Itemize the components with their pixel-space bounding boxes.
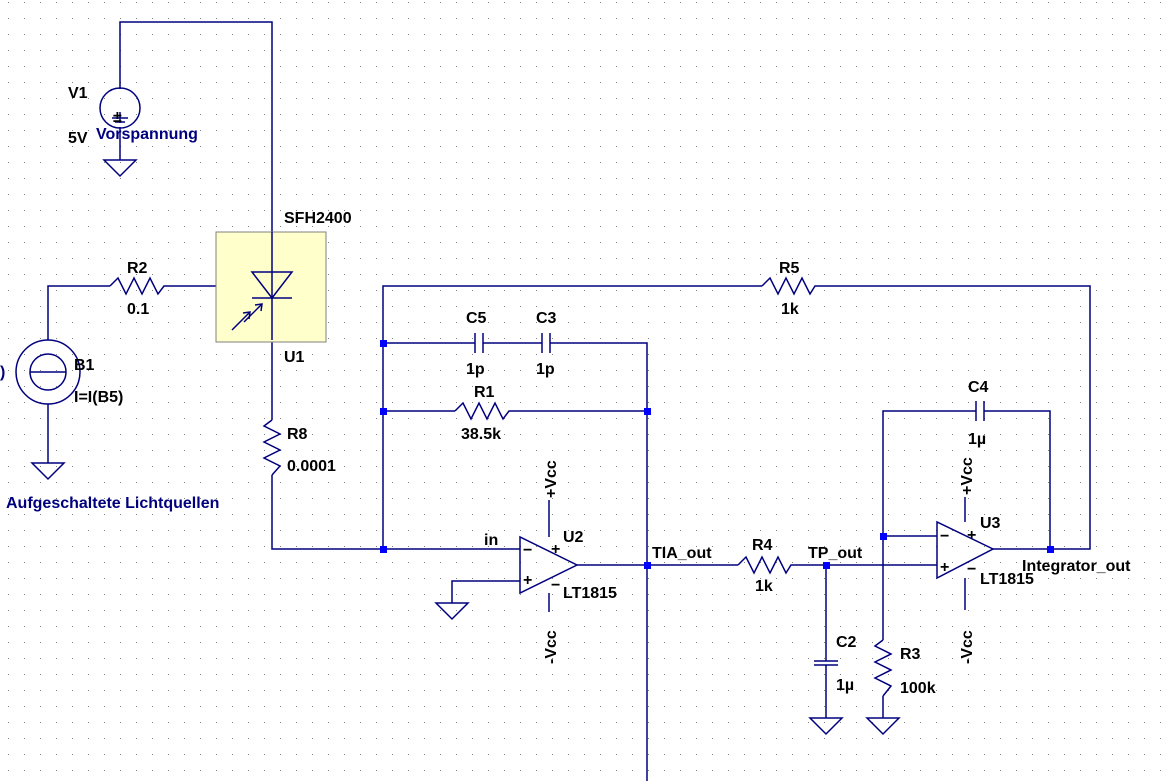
c5-name: C5 bbox=[466, 310, 487, 327]
u3-name: U3 bbox=[980, 515, 1001, 532]
ground-icon bbox=[102, 159, 138, 178]
u3-vcc-pin-plus: + bbox=[967, 527, 976, 544]
wire-feedback-rail[interactable] bbox=[382, 285, 762, 549]
resistor-r8[interactable] bbox=[262, 419, 282, 476]
wire-c3-right[interactable] bbox=[550, 342, 648, 411]
r8-value: 0.0001 bbox=[287, 458, 336, 475]
u3-model: LT1815 bbox=[980, 571, 1034, 588]
r2-value: 0.1 bbox=[127, 301, 149, 318]
resistor-r5[interactable] bbox=[761, 276, 817, 296]
junctions bbox=[380, 340, 1054, 569]
u2-vcc-pin-plus: + bbox=[551, 541, 560, 558]
r1-value: 38.5k bbox=[461, 426, 501, 443]
junction-dot bbox=[880, 533, 887, 540]
wire-v1-top[interactable] bbox=[119, 21, 273, 232]
resistor-r3[interactable] bbox=[873, 639, 893, 697]
capacitor-c3[interactable] bbox=[541, 333, 551, 353]
wires bbox=[47, 21, 1091, 781]
r4-value: 1k bbox=[755, 578, 773, 595]
junction-dot bbox=[380, 408, 387, 415]
u2-vee-label: -Vcc bbox=[543, 630, 560, 664]
ground-icon bbox=[808, 717, 844, 736]
c4-name: C4 bbox=[968, 379, 989, 396]
svg-text:±: ± bbox=[113, 109, 122, 126]
junction-dot bbox=[644, 408, 651, 415]
current-source-b1[interactable] bbox=[15, 339, 81, 405]
r1-name: R1 bbox=[474, 384, 495, 401]
junction-dot bbox=[380, 340, 387, 347]
u1-model: SFH2400 bbox=[284, 210, 352, 227]
c3-name: C3 bbox=[536, 310, 557, 327]
net-tia-out-label: TIA_out bbox=[652, 545, 712, 562]
u3-minus-pin: − bbox=[940, 528, 949, 545]
c4-value: 1µ bbox=[968, 431, 986, 448]
r3-name: R3 bbox=[900, 646, 921, 663]
c3-value: 1p bbox=[536, 361, 555, 378]
u3-vcc-label: +Vcc bbox=[959, 457, 976, 495]
wire-c4-right[interactable] bbox=[984, 410, 1051, 549]
resistor-r2[interactable] bbox=[109, 276, 168, 296]
c2-name: C2 bbox=[836, 634, 857, 651]
junction-dot bbox=[380, 546, 387, 553]
u2-minus-pin: − bbox=[523, 542, 532, 559]
net-tp-out-label: TP_out bbox=[808, 545, 863, 562]
ground-icon bbox=[865, 717, 901, 736]
opamp-u3[interactable] bbox=[936, 520, 995, 580]
r8-name: R8 bbox=[287, 426, 308, 443]
junction-dot bbox=[1047, 546, 1054, 553]
u2-model: LT1815 bbox=[563, 585, 617, 602]
u3-vee-label: -Vcc bbox=[959, 630, 976, 664]
wire-b1-r2[interactable] bbox=[47, 285, 110, 340]
u3-vee-pin-minus: − bbox=[967, 561, 976, 578]
photodiode-u1[interactable] bbox=[215, 231, 327, 343]
edge-fragment: ) bbox=[0, 364, 5, 381]
wire-u3-out[interactable] bbox=[817, 285, 1091, 550]
wire-c4-left[interactable] bbox=[882, 410, 976, 640]
junction-dot bbox=[644, 562, 651, 569]
wire-r8-in[interactable] bbox=[271, 475, 520, 550]
r3-value: 100k bbox=[900, 680, 936, 697]
resistor-r1[interactable] bbox=[454, 401, 513, 421]
v1-name: V1 bbox=[68, 85, 88, 102]
r2-name: R2 bbox=[127, 260, 148, 277]
r5-name: R5 bbox=[779, 260, 800, 277]
v1-symbol[interactable]: ± bbox=[99, 87, 141, 129]
resistor-r4[interactable] bbox=[737, 555, 793, 575]
light-sources-comment: Aufgeschaltete Lichtquellen bbox=[6, 495, 219, 512]
r5-value: 1k bbox=[781, 301, 799, 318]
capacitor-c4[interactable] bbox=[975, 401, 985, 421]
r4-name: R4 bbox=[752, 537, 773, 554]
u2-vcc-label: +Vcc bbox=[543, 460, 560, 498]
v1-value: 5V bbox=[68, 130, 88, 147]
u3-plus-pin: + bbox=[940, 559, 949, 576]
wire-u2-plus-gnd[interactable] bbox=[451, 580, 520, 603]
b1-name: B1 bbox=[74, 357, 95, 374]
net-integrator-out-label: Integrator_out bbox=[1022, 558, 1131, 575]
ground-icon bbox=[434, 602, 470, 621]
opamp-u2[interactable] bbox=[519, 535, 579, 595]
u2-vee-pin-minus: − bbox=[551, 577, 560, 594]
bias-comment: Vorspannung bbox=[96, 126, 198, 143]
b1-value: I=I(B5) bbox=[74, 389, 123, 406]
u2-plus-pin: + bbox=[523, 572, 532, 589]
capacitor-c5[interactable] bbox=[474, 333, 484, 353]
c2-value: 1µ bbox=[836, 677, 854, 694]
ground-icon bbox=[30, 462, 66, 481]
junction-dot bbox=[823, 562, 830, 569]
net-in-label: in bbox=[484, 532, 498, 549]
u2-name: U2 bbox=[563, 529, 584, 546]
c5-value: 1p bbox=[466, 361, 485, 378]
u1-name: U1 bbox=[284, 349, 305, 366]
capacitor-c2[interactable] bbox=[814, 660, 838, 666]
